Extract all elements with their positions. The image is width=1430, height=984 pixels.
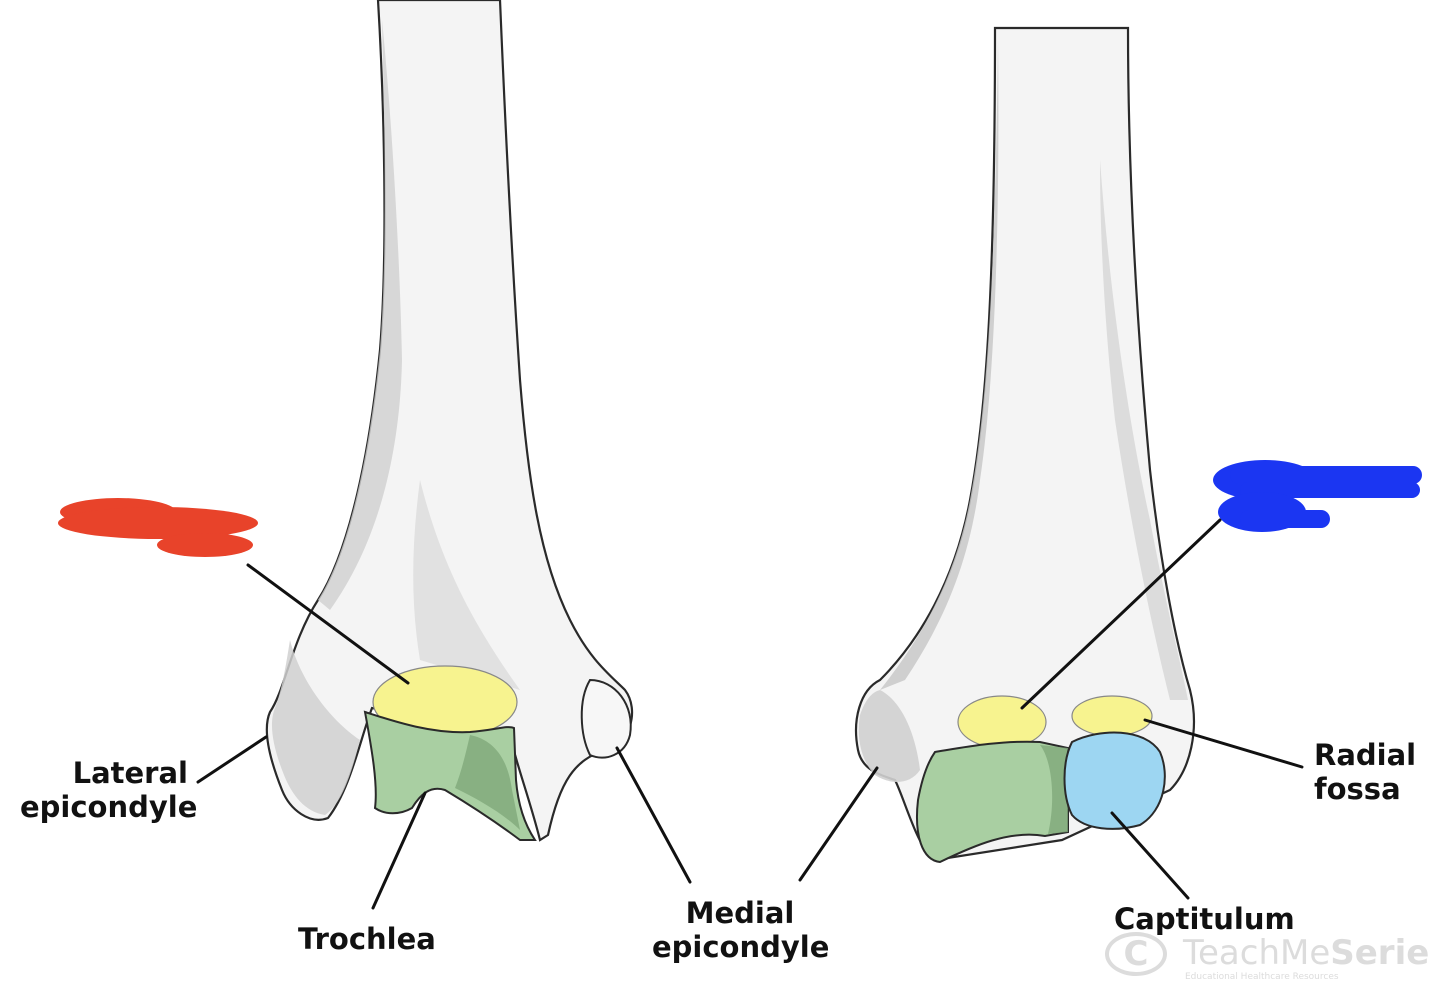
radial-fossa-label: Radial fossa <box>1314 738 1416 806</box>
anterior-humerus-view <box>854 26 1196 864</box>
medial-epicondyle-label: Medial epicondyle <box>652 896 830 964</box>
medial-epicondyle-knob <box>580 678 632 759</box>
radial-fossa-highlight <box>1071 695 1153 737</box>
posterior-humerus-view <box>265 0 634 842</box>
anterior-shaft-shading <box>880 40 999 690</box>
watermark-brand: TeachMeSeries <box>1183 934 1430 972</box>
posterior-shaft-shading <box>318 20 402 610</box>
posterior-trochlea-shadow <box>455 735 520 830</box>
coronoid-fossa-leader <box>1020 518 1222 710</box>
anterior-shaft <box>854 26 1196 862</box>
lateral-epicondyle-line1: Lateral <box>72 756 188 790</box>
capitulum-highlight <box>1063 731 1166 830</box>
radial-fossa-leader <box>1143 718 1304 769</box>
medial-epicondyle-leader-posterior <box>615 746 692 884</box>
watermark-brand-light: TeachMe <box>1183 933 1331 973</box>
watermark-tagline: Educational Healthcare Resources <box>1185 972 1339 982</box>
coronoid-fossa-highlight <box>957 695 1047 749</box>
radial-fossa-line1: Radial <box>1314 738 1417 772</box>
olecranon-fossa-shading <box>413 480 520 690</box>
olecranon-fossa-leader <box>246 563 410 685</box>
medial-epicondyle-line2: epicondyle <box>652 930 830 964</box>
watermark-brand-bold: Series <box>1330 933 1430 973</box>
medial-epicondyle-anterior-shading <box>858 690 920 782</box>
lateral-epicondyle-leader <box>196 735 268 784</box>
medial-epicondyle-line1: Medial <box>685 896 795 930</box>
anterior-trochlea-ridge <box>1040 745 1068 834</box>
anterior-trochlea-highlight <box>916 740 1069 864</box>
anterior-edge-shading <box>1100 160 1188 700</box>
posterior-trochlea-highlight <box>363 710 537 841</box>
trochlea-label: Trochlea <box>298 922 436 956</box>
lateral-epicondyle-shading <box>271 640 360 815</box>
teachmeseries-watermark: C TeachMeSeries Educational Healthcare R… <box>1105 930 1430 984</box>
copyright-icon: C <box>1105 932 1167 976</box>
medial-epicondyle-leader-anterior <box>798 766 879 882</box>
lateral-epicondyle-line2: epicondyle <box>20 790 198 824</box>
lateral-epicondyle-label: Lateral epicondyle <box>20 756 198 824</box>
blue-redaction-scribble <box>1213 460 1422 532</box>
leader-lines <box>196 518 1304 910</box>
capitulum-leader <box>1110 811 1190 900</box>
radial-fossa-line2: fossa <box>1314 772 1401 806</box>
capitulum-label: Captitulum <box>1114 902 1295 936</box>
red-redaction-scribble <box>58 498 258 557</box>
trochlea-leader <box>371 791 427 910</box>
